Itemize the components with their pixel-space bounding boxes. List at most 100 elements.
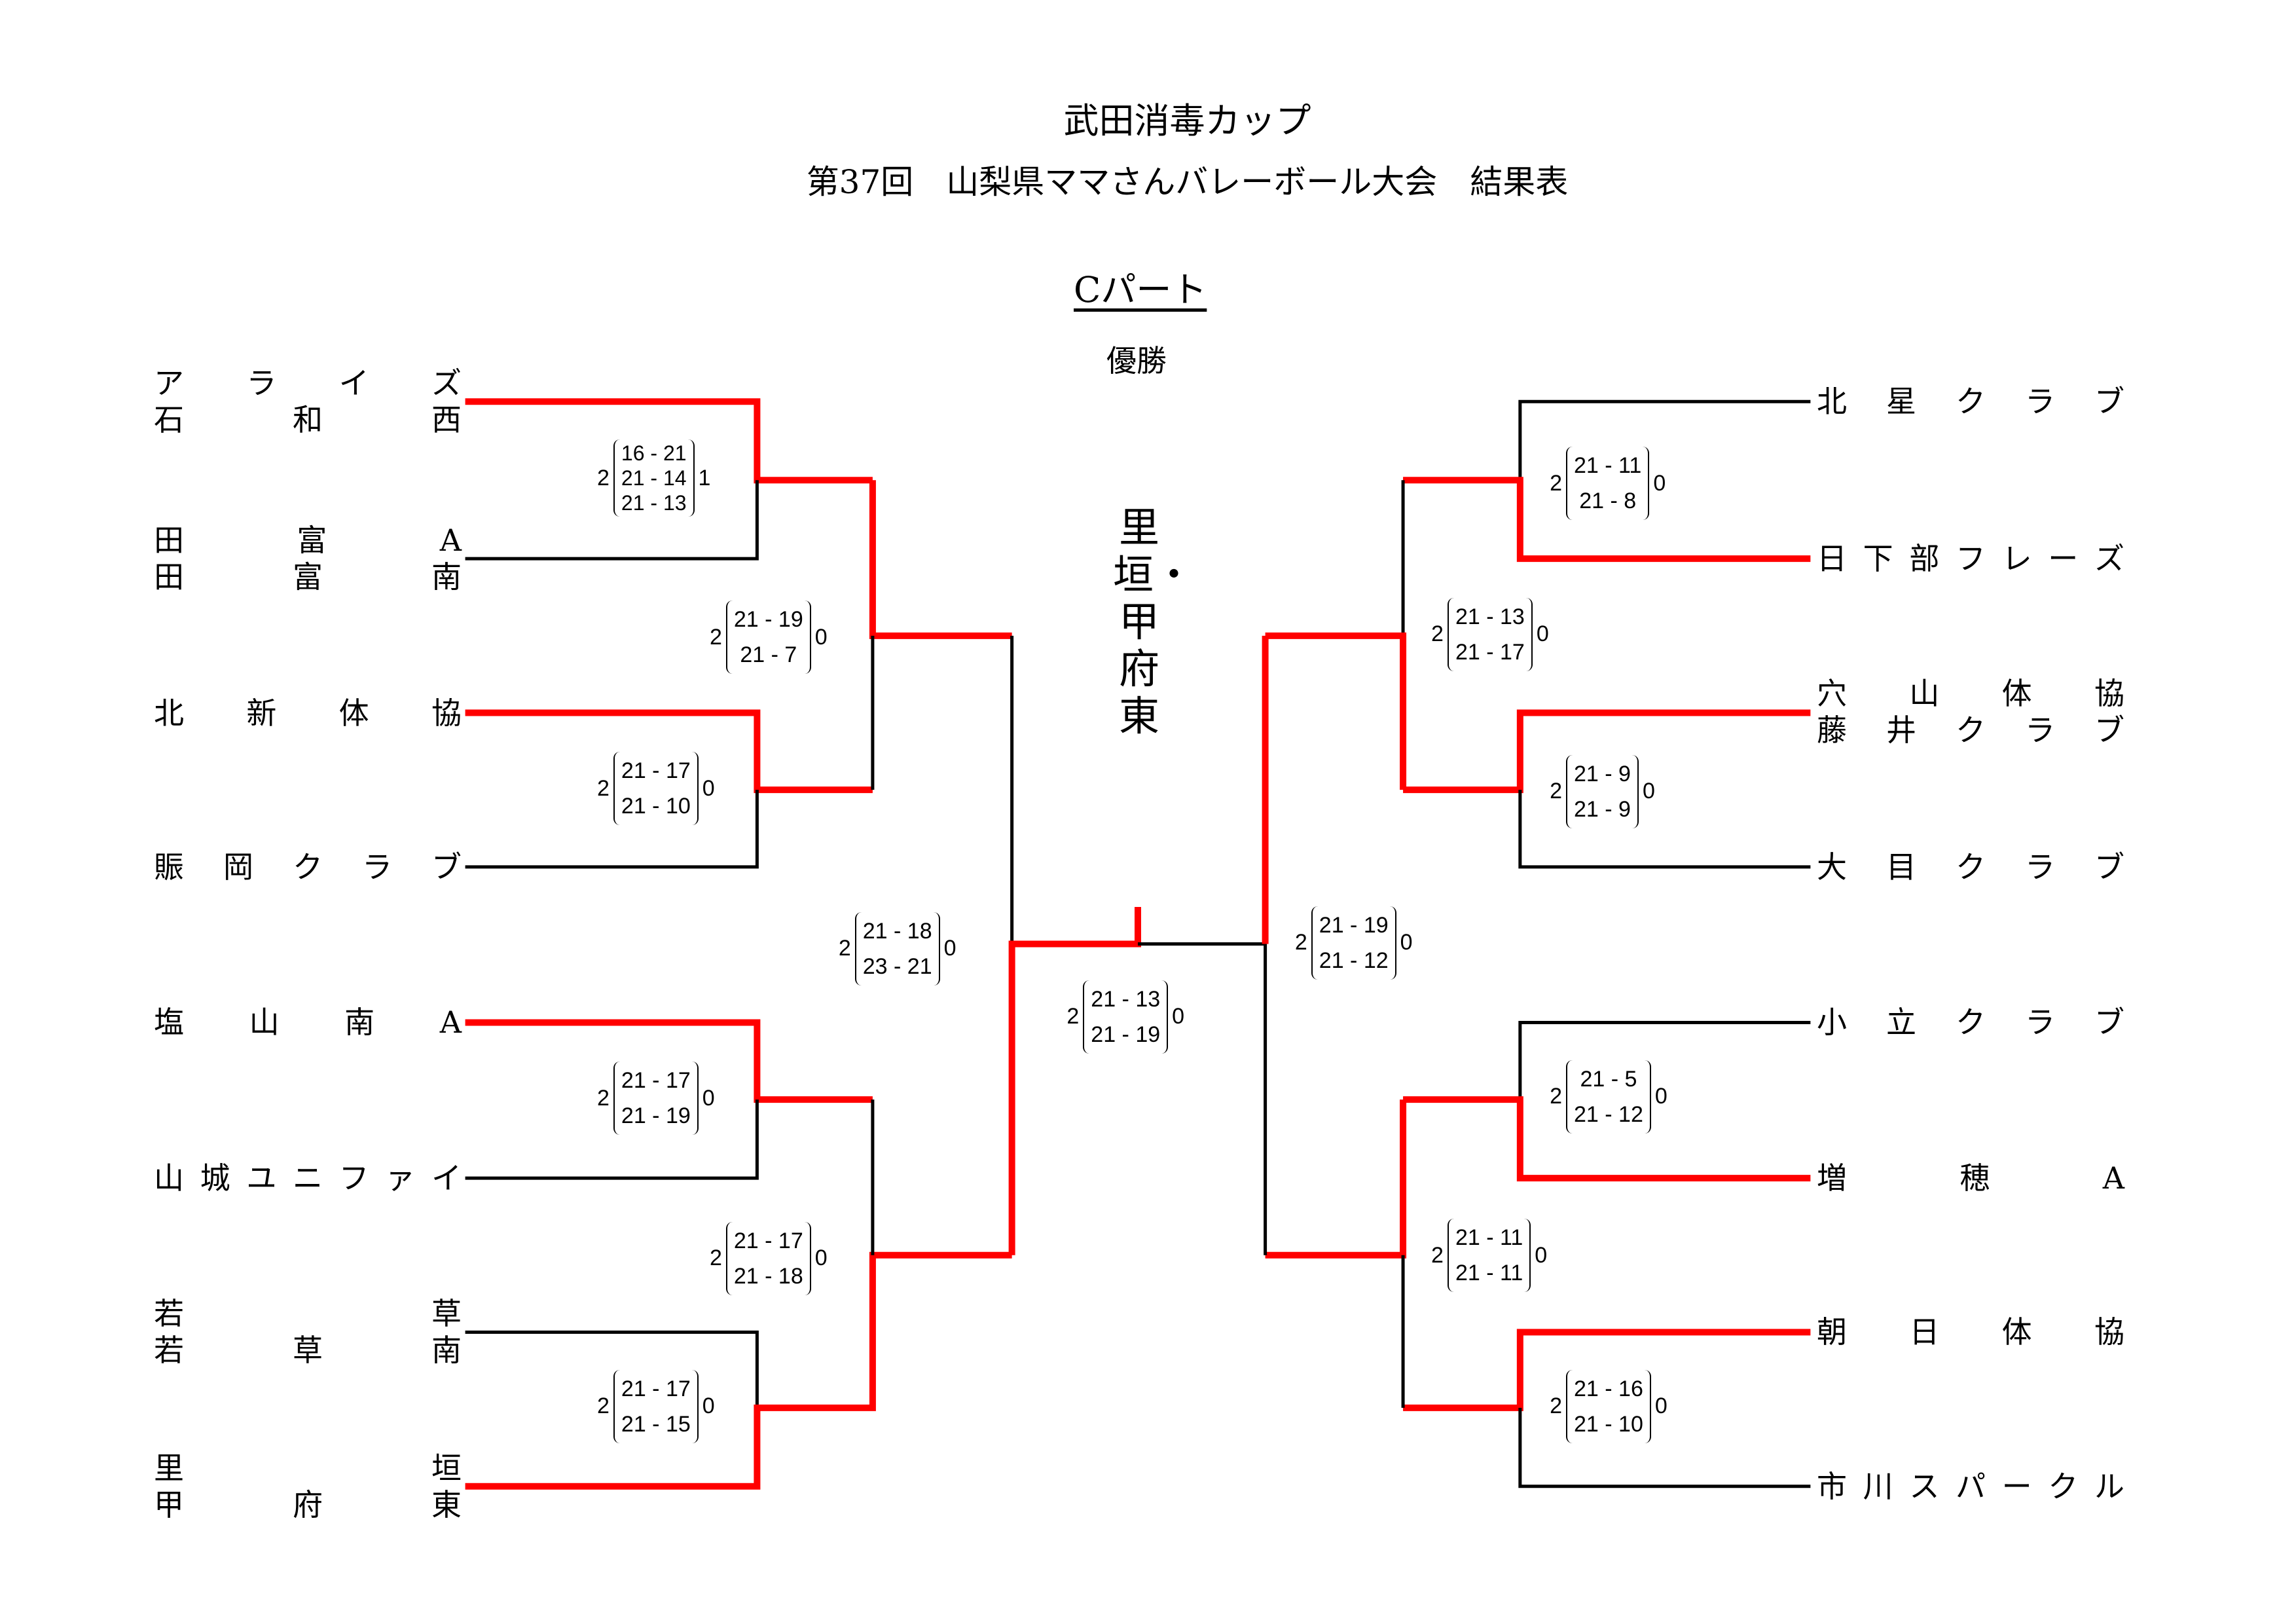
sets-won-left: 2 (709, 624, 722, 650)
sets-won-right: 0 (1536, 621, 1549, 647)
team-left-7: 甲府東 (154, 1486, 462, 1522)
sets-won-right: 0 (1535, 1242, 1548, 1268)
sets-won-left: 2 (1550, 1393, 1563, 1419)
sets-won-right: 0 (814, 1246, 828, 1271)
team-left-6: 若草南 (154, 1333, 462, 1369)
winner-path-20 (1403, 1329, 1811, 1411)
sets-won-left: 2 (596, 775, 610, 801)
winner-path-4 (465, 1019, 873, 1103)
sets-won-right: 1 (698, 465, 711, 490)
bracket-line-6 (465, 1330, 759, 1408)
sets-won-right: 0 (814, 624, 828, 650)
document-title: 武田消毒カップ (1063, 100, 1311, 141)
team-right-2: 藤井クラブ (1817, 712, 2124, 748)
sets-won-left: 2 (1431, 1242, 1444, 1268)
bracket-line-14 (1518, 399, 1811, 481)
sets-won-left: 2 (1550, 1084, 1563, 1109)
sets-won-right: 0 (943, 936, 957, 961)
team-left-2: 北新体協 (154, 695, 462, 731)
winner-path-23 (1265, 632, 1407, 790)
sets-won-left: 2 (596, 1393, 610, 1419)
bracket-line-17 (1518, 790, 1811, 869)
sets-won-left: 2 (596, 1085, 610, 1111)
sets-won-right: 0 (702, 775, 715, 801)
winner-path-0 (465, 398, 873, 484)
document-subtitle: 第37回 山梨県ママさんバレーボール大会 結果表 (806, 163, 1569, 201)
sets-won-left: 2 (709, 1246, 722, 1271)
sets-won-left: 2 (1431, 621, 1444, 647)
team-left-6: 若草 (154, 1296, 462, 1332)
team-left-5: 山城ユニファイ (154, 1160, 462, 1196)
bracket-line-3 (465, 790, 759, 869)
champion-label: 優勝 (1106, 343, 1167, 378)
sets-won-right: 0 (702, 1085, 715, 1111)
sets-won-right: 0 (1654, 1084, 1667, 1109)
part-label: Cパート (1074, 269, 1207, 310)
winner-path-7 (465, 1251, 1012, 1490)
team-left-0: アライズ (154, 365, 462, 401)
sets-won-left: 2 (1066, 1004, 1080, 1029)
sets-won-right: 0 (1654, 1393, 1667, 1419)
team-right-2: 穴山体協 (1817, 675, 2124, 711)
sets-won-right: 0 (1172, 1004, 1185, 1029)
bracket-line-5 (465, 1099, 759, 1180)
sets-won-right: 0 (702, 1393, 715, 1419)
team-right-4: 小立クラブ (1817, 1005, 2124, 1041)
team-right-3: 大目クラブ (1817, 849, 2124, 885)
sets-won-left: 2 (1294, 930, 1307, 955)
team-right-0: 北星クラブ (1817, 384, 2124, 420)
sets-won-left: 2 (1550, 470, 1563, 496)
sets-won-left: 2 (838, 936, 851, 961)
winner-path-15 (1403, 477, 1811, 563)
sets-won-left: 2 (596, 465, 610, 490)
team-right-6: 朝日体協 (1817, 1314, 2124, 1350)
team-left-1: 田富南 (154, 559, 462, 595)
team-left-7: 里垣 (154, 1450, 462, 1486)
sets-won-right: 0 (1642, 779, 1655, 804)
sets-won-left: 2 (1550, 779, 1563, 804)
team-right-1: 日下部フレーズ (1817, 541, 2124, 577)
winner-path-2 (465, 709, 873, 794)
bracket-line-21 (1518, 1407, 1811, 1488)
winner-path-8 (869, 480, 1012, 639)
team-right-7: 市川スパークル (1817, 1468, 2124, 1504)
winner-path-12 (1008, 906, 1141, 1255)
winner-path-24 (1265, 1099, 1407, 1259)
sets-won-right: 0 (1400, 930, 1413, 955)
winner-path-16 (1403, 709, 1811, 794)
bracket-line-18 (1518, 1020, 1811, 1100)
